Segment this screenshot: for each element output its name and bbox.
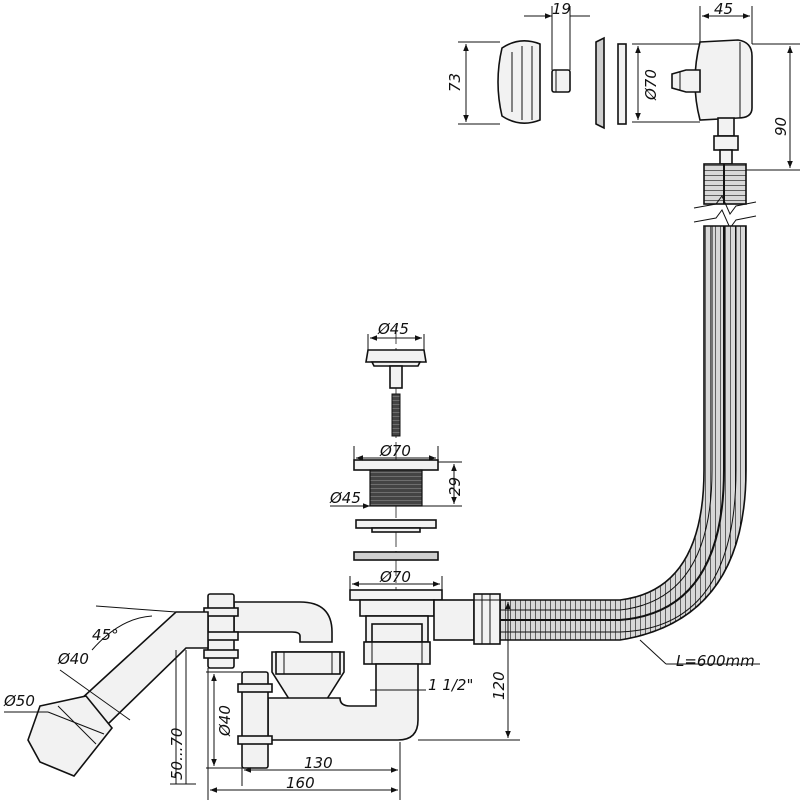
overflow-gasket [617,43,627,125]
dim-overflow-width: 19 [552,0,571,18]
hose-length-label: L=600mm [639,639,760,670]
dim-overflow-drop: 90 [772,117,790,136]
dim-thread-size: 1 1/2" [428,676,473,694]
drain-flange [353,459,439,471]
dim-outlet-angle: 45° [92,626,119,644]
dim-hose-length: L=600mm [676,652,755,670]
dim-flange-top-diameter: Ø70 [379,442,411,460]
plug-assembly [349,326,501,665]
overflow-screw [551,69,571,93]
dim-flange-bottom-diameter: Ø70 [379,568,411,586]
dim-length-160: 160 [286,774,315,792]
trap-assembly [27,593,419,777]
overflow-assembly [497,36,753,205]
plug-rod [391,393,401,437]
dim-outlet-end-diameter: Ø50 [3,692,35,710]
plug-dimensions: Ø45 Ø70 29 Ø45 Ø70 [329,320,464,590]
dim-overflow-diameter: Ø70 [642,69,660,101]
dim-length-130: 130 [304,754,333,772]
overflow-body [694,39,753,121]
plug-head [365,349,427,363]
dim-cap-height: 73 [446,73,464,92]
trap-dimensions: 45° Ø40 Ø50 Ø40 50...70 130 160 1 1/2" 1… [3,599,520,800]
overflow-cap [497,40,541,124]
dim-outlet-pipe-diameter: Ø40 [57,650,89,668]
overflow-hose [499,225,747,641]
dim-height-range: 50...70 [168,728,186,780]
dim-flange-height: 29 [446,477,464,496]
drain-thread [369,469,423,507]
dim-plug-diameter: Ø45 [377,320,409,338]
drain-body-top [349,589,443,601]
hose-break-marks [693,195,757,229]
outlet-end [27,695,114,777]
dim-trap-diameter: Ø40 [216,705,234,737]
overflow-washer [595,36,605,130]
dim-drain-height: 120 [490,671,508,700]
dim-thread-diameter: Ø45 [329,489,361,507]
overflow-dimensions: 73 19 45 Ø70 90 [446,0,800,171]
dim-overflow-depth: 45 [714,0,733,18]
